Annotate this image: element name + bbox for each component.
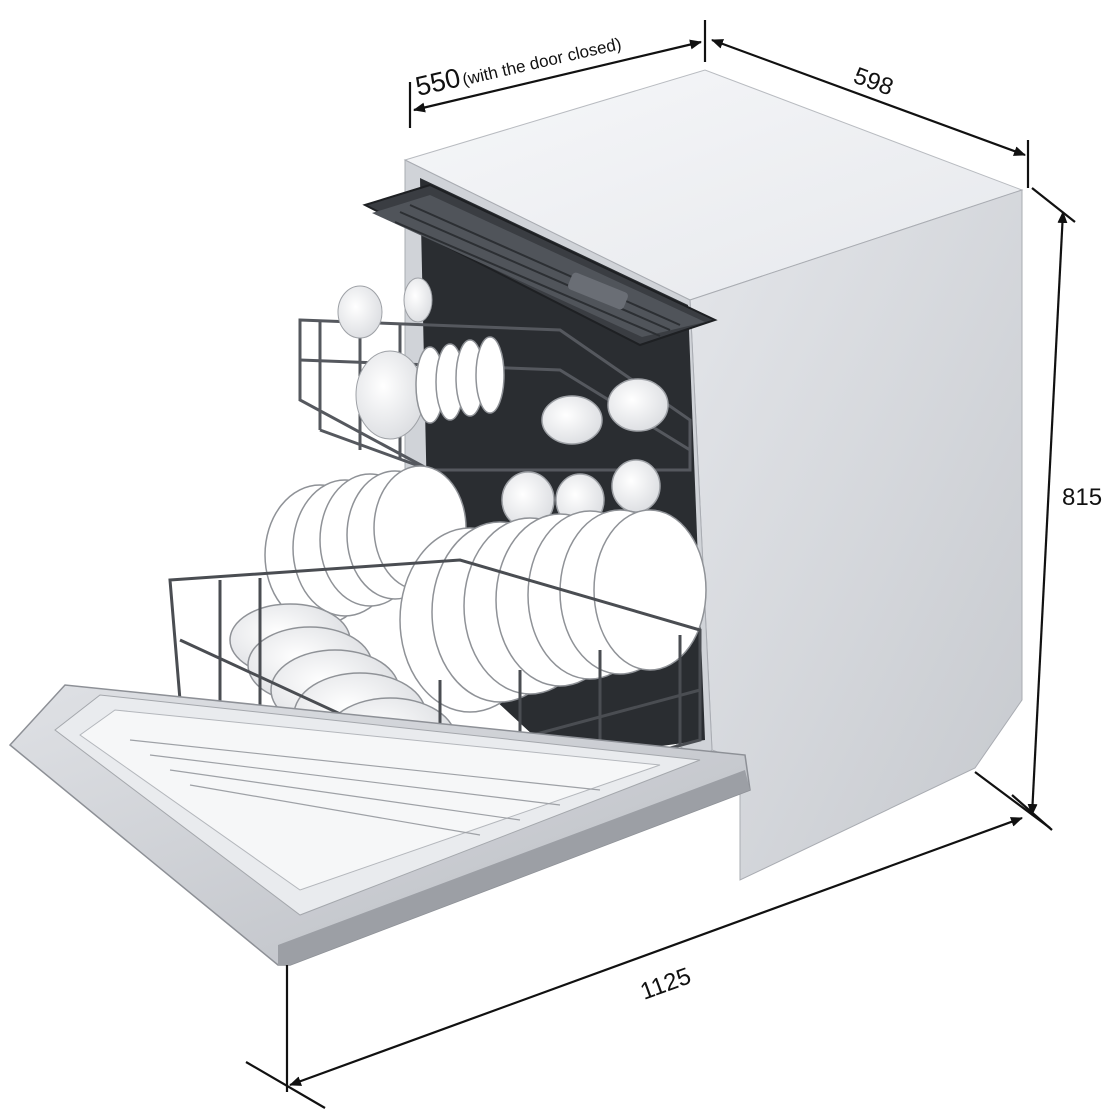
dim-598-label: 598 (850, 62, 897, 101)
dim-815-arrow (1027, 211, 1068, 816)
dim-550-value: 550 (413, 62, 464, 101)
dim-815-label: 815 (1062, 484, 1102, 511)
dim-815-tick-top (1031, 187, 1076, 223)
dim-550-note: (with the door closed) (460, 34, 623, 89)
upper-dishes (337, 277, 669, 529)
dim-1125-arrow (289, 816, 1023, 1087)
dimension-lines (245, 20, 1076, 1109)
dim-1125-tick-right (974, 771, 1051, 829)
dim-1125-label: 1125 (637, 963, 695, 1006)
dim-1125-tick-left (245, 1061, 326, 1109)
cutlery-tray (362, 183, 718, 347)
dishwasher-illustration (8, 69, 1024, 966)
dim-550-label: 550(with the door closed) (413, 25, 624, 101)
dim-550-arrow (413, 39, 702, 113)
lower-plates (264, 465, 707, 713)
dim-598-arrow (711, 38, 1026, 157)
